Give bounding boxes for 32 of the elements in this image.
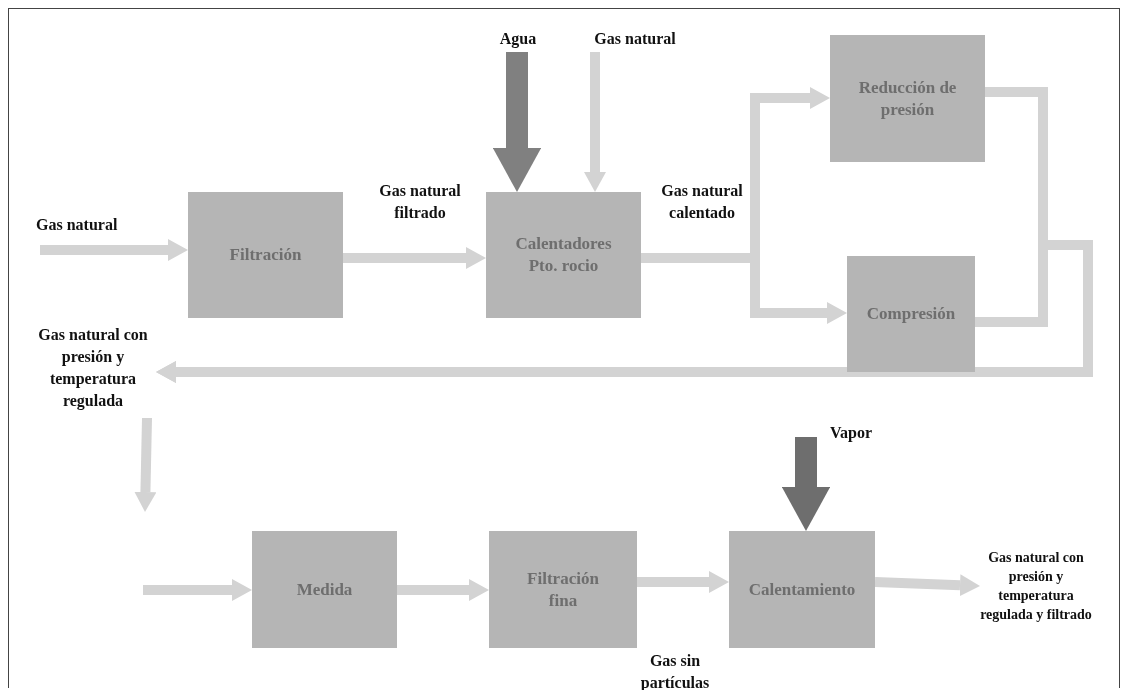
- flow-label: Gas natural con presión y temperatura regulada: [30, 318, 156, 418]
- flow-label: Gas natural: [560, 26, 710, 52]
- flow-arrow: [584, 52, 606, 192]
- flow-label: Gas natural con presión y temperatura regulada y filtrado: [980, 536, 1092, 636]
- process-label: Reducción de presión: [857, 76, 958, 121]
- process-label: Calentamiento: [748, 578, 856, 601]
- flow-arrow: [134, 417, 157, 512]
- process-box: [729, 531, 875, 648]
- edge-label: Vapor: [830, 423, 874, 444]
- flow-arrow: [874, 574, 980, 597]
- flow-arrow: [40, 239, 188, 261]
- edge-label: Gas natural calentado: [660, 181, 744, 223]
- process-box: [252, 531, 397, 648]
- flow-arrow: [343, 247, 486, 269]
- process-label: Filtración fina: [526, 567, 600, 612]
- flow-arrow: [781, 437, 831, 531]
- process-label: Compresión: [866, 303, 956, 325]
- process-box: [486, 192, 641, 318]
- process-box: [830, 35, 985, 162]
- process-label: Medida: [296, 578, 353, 601]
- process-box: [489, 531, 637, 648]
- flow-arrow: [637, 571, 729, 593]
- flow-arrow: [397, 579, 489, 601]
- process-label: Filtración: [229, 244, 302, 266]
- process-label: Calentadores Pto. rocio: [514, 233, 613, 277]
- process-box: [188, 192, 343, 318]
- edge-label: Gas natural: [36, 215, 119, 235]
- flow-arrow: [143, 579, 252, 601]
- flow-arrow: [492, 52, 542, 192]
- process-box: [847, 256, 975, 372]
- edge-label: Gas natural filtrado: [378, 181, 462, 223]
- flow-label: Agua: [495, 26, 541, 52]
